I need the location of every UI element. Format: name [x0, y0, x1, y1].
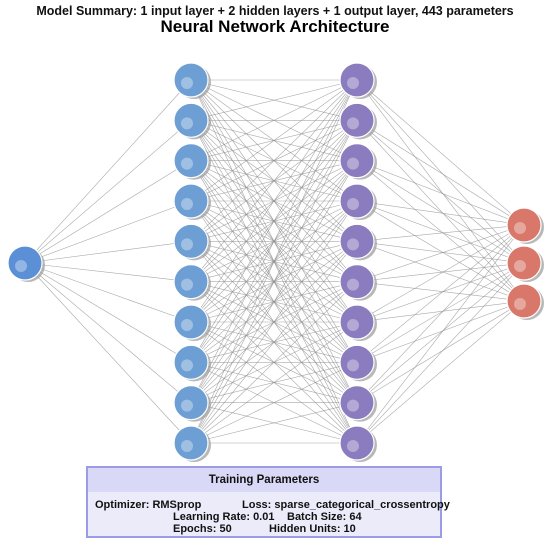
connection-line	[356, 224, 525, 444]
training-parameters-header: Training Parameters	[88, 468, 440, 492]
hidden1-neuron	[173, 183, 211, 220]
neurons	[7, 62, 544, 462]
hidden-units-value: Hidden Units: 10	[269, 523, 356, 535]
connection-line	[356, 224, 525, 363]
connection-line	[356, 200, 525, 226]
connections	[24, 79, 525, 444]
connection-line	[190, 241, 358, 444]
hidden2-neuron	[339, 183, 377, 220]
connection-line	[356, 160, 525, 302]
learning-rate-value: Learning Rate: 0.01	[173, 511, 275, 523]
connection-line	[24, 79, 192, 264]
connection-line	[356, 281, 525, 302]
connection-line	[356, 241, 525, 264]
hidden2-neuron	[339, 304, 377, 341]
connection-line	[356, 79, 525, 302]
connection-line	[190, 79, 358, 403]
hidden1-neuron	[173, 264, 211, 301]
connection-line	[190, 79, 358, 444]
connection-line	[356, 120, 525, 264]
optimizer-value: Optimizer: RMSprop	[95, 499, 202, 511]
hidden1-neuron	[173, 425, 211, 462]
hidden2-neuron	[339, 425, 377, 462]
hidden2-neuron	[339, 264, 377, 301]
connection-line	[356, 120, 525, 226]
hidden1-neuron	[173, 62, 211, 99]
connection-line	[24, 241, 192, 264]
connection-line	[356, 262, 525, 444]
epochs-value: Epochs: 50	[173, 523, 232, 535]
output-neuron	[506, 207, 544, 244]
connection-line	[190, 120, 358, 444]
connection-line	[24, 262, 192, 403]
connection-line	[356, 160, 525, 264]
hidden1-neuron	[173, 223, 211, 261]
connection-line	[356, 200, 525, 302]
hidden2-neuron	[339, 385, 377, 422]
connection-line	[190, 79, 358, 202]
hidden2-neuron	[339, 102, 377, 140]
hidden2-neuron	[339, 223, 377, 261]
hidden1-neuron	[173, 385, 211, 422]
training-parameters-panel: Training Parameters Optimizer: RMSprop L…	[86, 466, 450, 538]
connection-line	[356, 262, 525, 363]
connection-line	[190, 362, 358, 444]
hidden1-neuron	[173, 143, 211, 180]
connection-line	[356, 224, 525, 403]
connection-line	[190, 79, 358, 161]
connection-line	[356, 300, 525, 323]
connection-line	[356, 224, 525, 282]
connection-line	[190, 79, 358, 323]
connection-line	[356, 79, 525, 226]
connection-line	[190, 200, 358, 444]
connection-line	[190, 281, 358, 444]
connection-line	[190, 79, 358, 282]
connection-line	[24, 160, 192, 264]
input-neuron	[7, 245, 45, 282]
output-neuron	[506, 283, 544, 320]
connection-line	[24, 262, 192, 282]
hidden1-neuron	[173, 102, 211, 140]
connection-line	[24, 262, 192, 444]
connection-line	[24, 262, 192, 323]
connection-line	[190, 79, 358, 121]
connection-line	[356, 300, 525, 403]
connection-line	[356, 224, 525, 242]
hidden1-neuron	[173, 304, 211, 341]
connection-line	[24, 200, 192, 264]
diagram-title: Neural Network Architecture	[161, 17, 390, 36]
connection-line	[24, 120, 192, 264]
hidden2-neuron	[339, 344, 377, 382]
connection-line	[356, 262, 525, 403]
connection-line	[356, 160, 525, 226]
connection-line	[356, 300, 525, 363]
connection-line	[356, 200, 525, 264]
connection-line	[356, 262, 525, 323]
hidden1-neuron	[173, 344, 211, 382]
connection-line	[190, 79, 358, 363]
connection-line	[356, 262, 525, 282]
batch-size-value: Batch Size: 64	[287, 511, 362, 523]
connection-line	[356, 300, 525, 444]
connection-line	[190, 160, 358, 444]
hidden2-neuron	[339, 143, 377, 180]
hidden2-neuron	[339, 62, 377, 99]
connection-line	[190, 79, 358, 242]
connection-line	[190, 402, 358, 444]
loss-value: Loss: sparse_categorical_crossentropy	[242, 499, 450, 511]
output-neuron	[506, 245, 544, 282]
connection-line	[356, 224, 525, 323]
connection-line	[24, 262, 192, 363]
connection-line	[356, 120, 525, 302]
connection-line	[190, 321, 358, 444]
connection-line	[356, 241, 525, 302]
connection-line	[356, 79, 525, 264]
model-summary: Model Summary: 1 input layer + 2 hidden …	[36, 4, 513, 18]
